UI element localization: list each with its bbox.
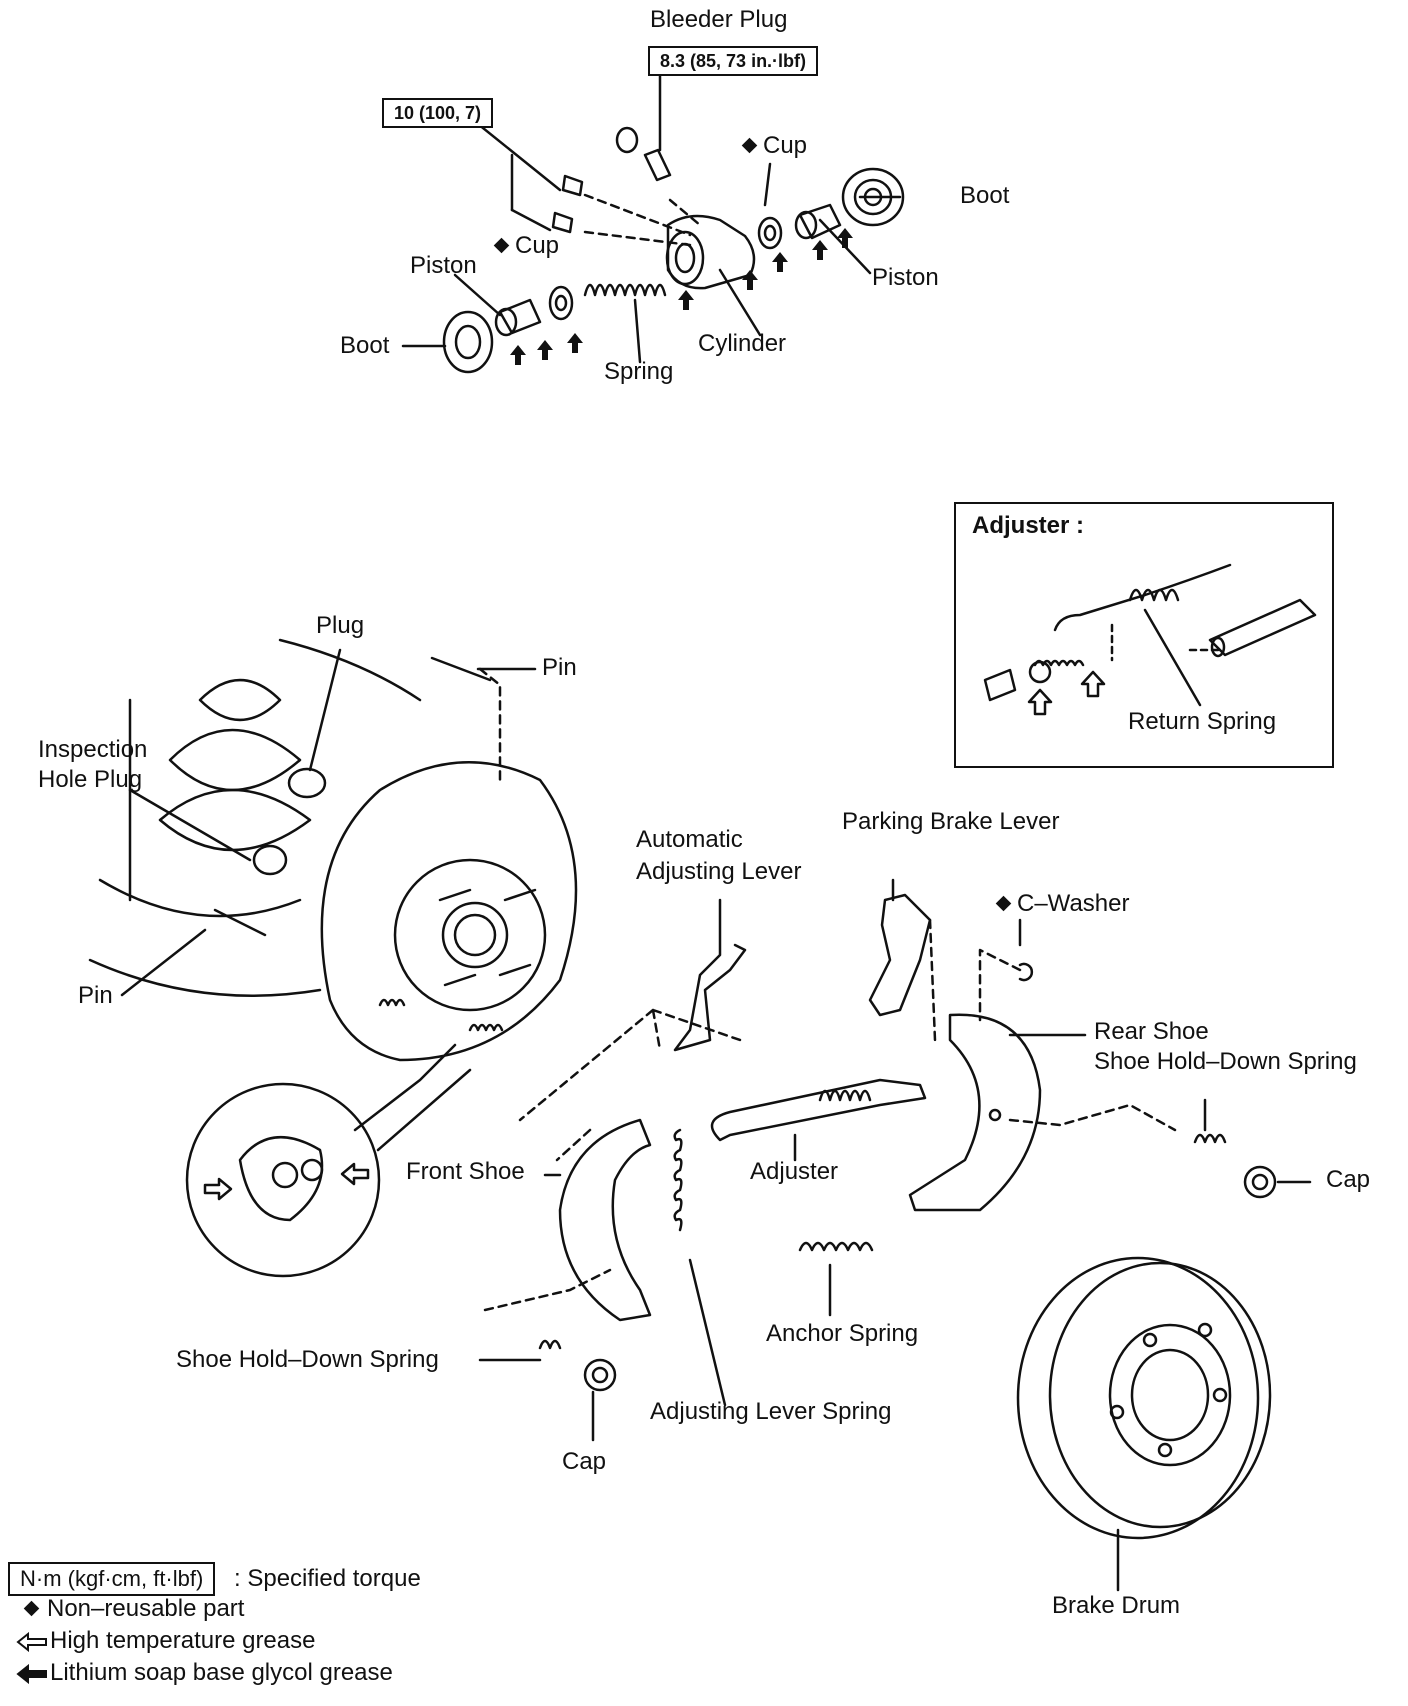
legend-torque-text: : Specified torque xyxy=(234,1565,421,1592)
non-reusable-diamond-icon xyxy=(741,137,758,154)
automatic-adjusting-lever-label-line1: Automatic xyxy=(636,826,743,853)
boot-right-label: Boot xyxy=(960,182,1010,209)
adjuster-label: Adjuster xyxy=(750,1158,839,1185)
solid-arrow-icon xyxy=(16,1663,47,1684)
brake-drum-drawing xyxy=(1016,1256,1272,1592)
c-washer-label: C–Washer xyxy=(995,890,1129,918)
legend-high-temp-row: High temperature grease xyxy=(8,1626,421,1658)
legend-non-reusable-text: Non–reusable part xyxy=(47,1595,245,1622)
adjuster-inset-title: Adjuster : xyxy=(972,512,1085,539)
adjusting-lever-spring-label: Adjusting Lever Spring xyxy=(650,1398,892,1425)
piston-right-label: Piston xyxy=(872,264,939,291)
pin-top-label: Pin xyxy=(542,654,577,681)
boot-left-label: Boot xyxy=(340,332,390,359)
bleeder-plug-label: Bleeder Plug xyxy=(650,6,788,33)
cap-right-label: Cap xyxy=(1326,1166,1371,1193)
legend-torque-row: N·m (kgf·cm, ft·lbf) : Specified torque xyxy=(8,1562,421,1596)
rear-shoe-label: Rear Shoe xyxy=(1094,1018,1209,1045)
plug-label: Plug xyxy=(316,612,365,639)
spring-label: Spring xyxy=(604,358,674,385)
cup-right-label: Cup xyxy=(741,132,807,160)
bleeder-torque-box: 8.3 (85, 73 in.·lbf) xyxy=(648,46,819,76)
shoe-hold-down-spring-right-label: Shoe Hold–Down Spring xyxy=(1094,1048,1357,1075)
cup-left-label: Cup xyxy=(493,232,559,260)
legend-lithium-row: Lithium soap base glycol grease xyxy=(8,1658,421,1690)
inspection-hole-plug-label-line1: Inspection xyxy=(38,736,148,763)
hollow-arrow-icon xyxy=(16,1631,47,1652)
non-reusable-diamond-icon xyxy=(493,237,510,254)
piston-left-label: Piston xyxy=(410,252,477,279)
legend-high-temp-text: High temperature grease xyxy=(50,1627,316,1654)
bolt-torque-box: 10 (100, 7) xyxy=(382,98,494,128)
anchor-spring-label: Anchor Spring xyxy=(766,1320,919,1347)
non-reusable-diamond-icon xyxy=(995,895,1012,912)
wheel-cylinder-group xyxy=(401,70,905,374)
legend: N·m (kgf·cm, ft·lbf) : Specified torque … xyxy=(8,1562,421,1690)
cap-bottom-label: Cap xyxy=(562,1448,607,1475)
adjuster-inset: Adjuster : xyxy=(954,502,1334,768)
shoe-parts-drawing xyxy=(478,878,1312,1442)
legend-torque-box: N·m (kgf·cm, ft·lbf) xyxy=(8,1562,216,1596)
legend-lithium-text: Lithium soap base glycol grease xyxy=(50,1659,393,1686)
parking-brake-lever-label: Parking Brake Lever xyxy=(842,808,1060,835)
diamond-icon xyxy=(23,1600,40,1617)
adjuster-inset-drawing xyxy=(983,563,1317,716)
front-shoe-label: Front Shoe xyxy=(406,1158,525,1185)
cylinder-label: Cylinder xyxy=(698,330,787,357)
return-spring-label: Return Spring xyxy=(1128,708,1277,735)
legend-non-reusable-row: Non–reusable part xyxy=(8,1594,421,1626)
automatic-adjusting-lever-label-line2: Adjusting Lever xyxy=(636,858,802,885)
pin-left-label: Pin xyxy=(78,982,113,1009)
shoe-hold-down-spring-left-label: Shoe Hold–Down Spring xyxy=(176,1346,439,1373)
inspection-hole-plug-label-line2: Hole Plug xyxy=(38,766,143,793)
brake-drum-label: Brake Drum xyxy=(1052,1592,1181,1619)
backing-plate-assembly xyxy=(88,638,578,1278)
